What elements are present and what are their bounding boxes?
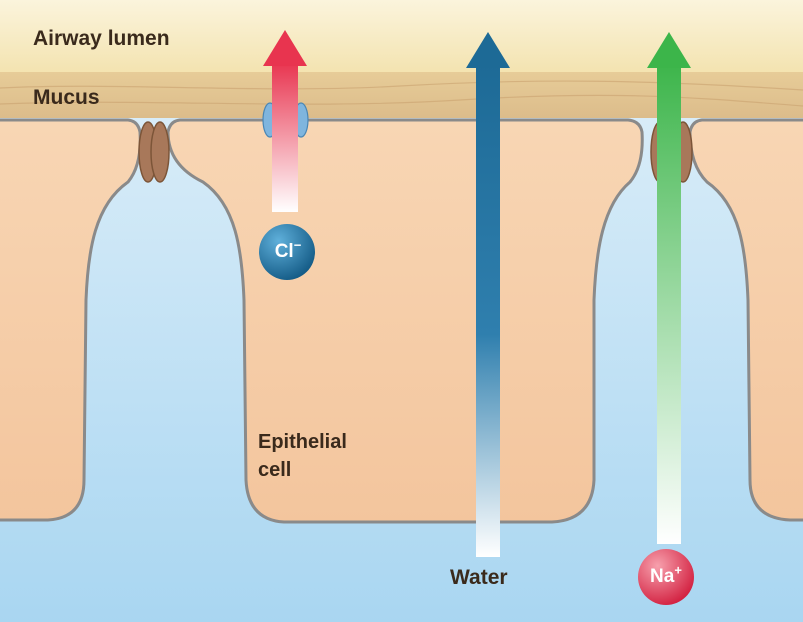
sodium-symbol: Na bbox=[650, 566, 674, 587]
airway-lumen-label: Airway lumen bbox=[33, 27, 170, 51]
mucus-label: Mucus bbox=[33, 86, 100, 110]
epithelial-cell-label: Epithelial cell bbox=[258, 428, 347, 484]
chloride-ion-label: Cl− bbox=[258, 242, 318, 262]
water-label: Water bbox=[450, 566, 508, 590]
chloride-charge: − bbox=[294, 238, 302, 253]
epithelial-cell-label-line2: cell bbox=[258, 456, 347, 484]
chloride-symbol: Cl bbox=[275, 241, 294, 262]
sodium-ion-label: Na+ bbox=[636, 567, 696, 587]
sodium-charge: + bbox=[674, 563, 682, 578]
tight-junction-left bbox=[139, 122, 169, 182]
epithelial-cell-label-line1: Epithelial bbox=[258, 428, 347, 456]
